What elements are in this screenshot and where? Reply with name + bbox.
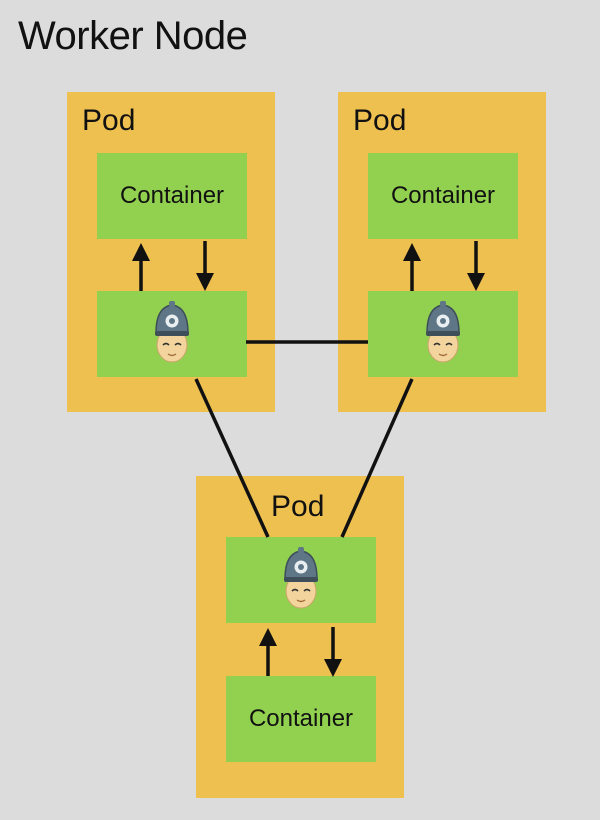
pod-top-left: Pod Container [67,92,275,412]
arrow-down [324,627,342,677]
container-box: Container [368,153,518,239]
container-label: Container [390,182,496,209]
pod-label: Pod [353,104,407,137]
proxy-box [368,291,518,377]
arrow-up [132,243,150,291]
police-officer-icon [426,301,460,363]
link-diagonal-right [340,378,414,538]
arrow-down [467,241,485,291]
container-box: Container [226,676,376,762]
pod-label: Pod [82,104,136,137]
link-diagonal-left [194,378,270,538]
arrow-down [196,241,214,291]
police-officer-icon [284,547,318,609]
container-label: Container [119,182,225,209]
police-officer-icon [155,301,189,363]
container-box: Container [97,153,247,239]
pod-top-right: Pod Container [338,92,546,412]
arrow-up [403,243,421,291]
proxy-box [97,291,247,377]
container-label: Container [248,705,354,732]
diagram-title: Worker Node [18,14,248,58]
pod-bottom: Pod Container [196,476,404,798]
pod-label: Pod [271,490,325,523]
proxy-box [226,537,376,623]
arrow-up [259,628,277,676]
